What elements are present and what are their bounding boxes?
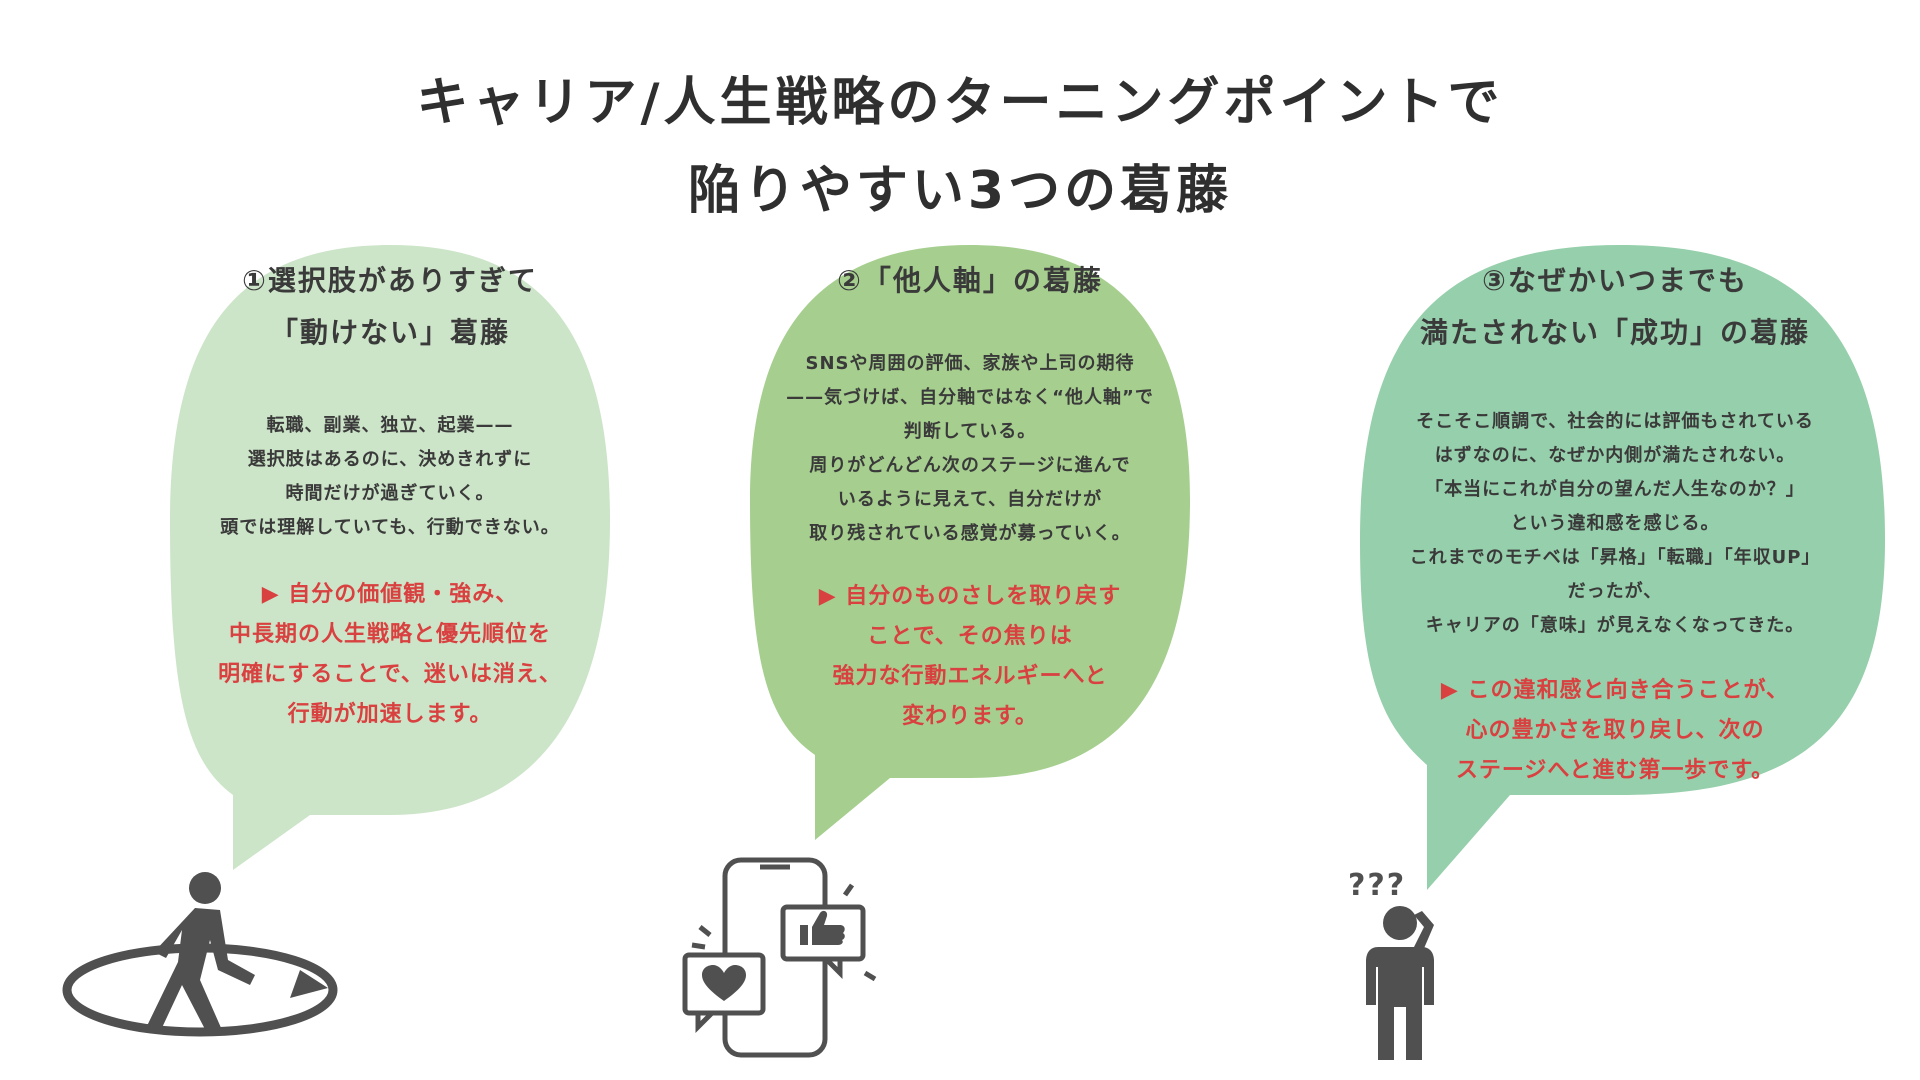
speech-bubble-2 [750, 245, 1190, 840]
walking-person-circle-arrow-icon [62, 872, 338, 1037]
panel-1-cta: ▶ 自分の価値観・強み、 中長期の人生戦略と優先順位を 明確にすることで、迷いは… [218, 582, 562, 727]
page-title-line-2: 陥りやすい3つの葛藤 [687, 161, 1233, 221]
speech-bubble-1 [170, 245, 610, 870]
panel-2-body: SNSや周囲の評価、家族や上司の期待 ——気づけば、自分軸ではなく“他人軸”で … [786, 353, 1154, 544]
panel-1-heading-line-1: ①選択肢がありすぎて [242, 264, 538, 297]
panel-choices: ①選択肢がありすぎて 「動けない」葛藤 転職、副業、独立、起業—— 選択肢はある… [170, 255, 610, 735]
panel-2-heading-line-1: ②「他人軸」の葛藤 [837, 264, 1103, 297]
panel-3-heading-line-1: ③なぜかいつまでも [1482, 264, 1748, 297]
panel-3-cta: ▶ この違和感と向き合うことが、 心の豊かさを取り戻し、次の ステージへと進む第… [1440, 678, 1790, 783]
panel-2-cta: ▶ 自分のものさしを取り戻す ことで、その焦りは 強力な行動エネルギーへと 変わ… [818, 584, 1122, 729]
confused-person-question-marks-icon: ??? [1348, 868, 1434, 1060]
panel-other-axis: ②「他人軸」の葛藤 SNSや周囲の評価、家族や上司の期待 ——気づけば、自分軸で… [750, 255, 1190, 737]
page-title-line-1: キャリア/人生戦略のターニングポイントで [416, 73, 1504, 133]
panel-3-body: そこそこ順調で、社会的には評価もされている はずなのに、なぜか内側が満たされない… [1409, 411, 1821, 636]
panel-3-heading-line-2: 満たされない「成功」の葛藤 [1419, 316, 1810, 349]
panel-unfulfilled-success: ③なぜかいつまでも 満たされない「成功」の葛藤 そこそこ順調で、社会的には評価も… [1360, 255, 1870, 791]
speech-bubble-3 [1360, 245, 1885, 890]
panel-1-heading-line-2: 「動けない」葛藤 [269, 316, 510, 349]
smartphone-like-heart-icon [682, 857, 877, 1058]
panel-1-body: 転職、副業、独立、起業—— 選択肢はあるのに、決めきれずに 時間だけが過ぎていく… [220, 415, 560, 538]
question-marks: ??? [1348, 868, 1406, 903]
